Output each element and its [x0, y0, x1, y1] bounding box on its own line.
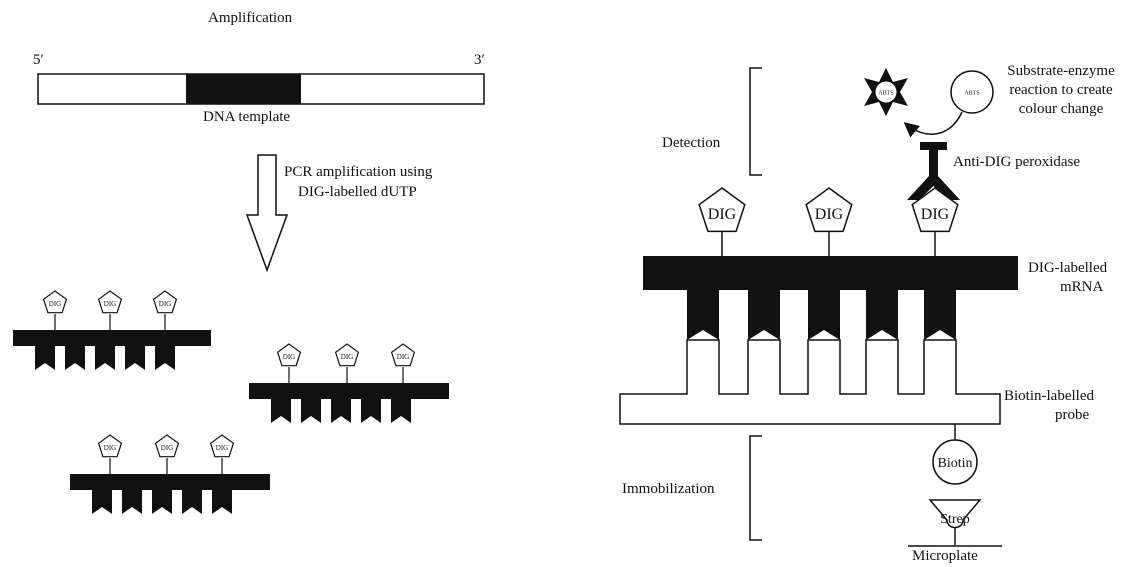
- dna-template-region: [186, 74, 301, 104]
- dig-small-tag-label: DIG: [104, 300, 116, 308]
- three-prime-label: 3′: [474, 51, 485, 70]
- biotin-label: Biotin: [937, 456, 972, 471]
- substrate-line3: colour change: [996, 100, 1126, 119]
- detection-section-label: Detection: [662, 134, 720, 153]
- pcr-arrow: [247, 155, 287, 270]
- dig-tag-label: DIG: [921, 206, 950, 223]
- dig-small-tag-label: DIG: [216, 444, 228, 452]
- dig-tag-label: DIG: [815, 206, 844, 223]
- anti-dig-label: Anti-DIG peroxidase: [953, 153, 1080, 172]
- probe-outline: [620, 340, 1000, 424]
- mrna-teeth: [687, 288, 956, 340]
- strep-label: Strep: [940, 512, 970, 527]
- reaction-arrow-icon: [906, 112, 962, 134]
- dig-small-tag-label: DIG: [161, 444, 173, 452]
- biotin-probe: [620, 340, 1000, 424]
- pcr-label-line1: PCR amplification using: [284, 163, 432, 182]
- amplification-title: Amplification: [208, 9, 292, 28]
- dig-tag-label: DIG: [708, 206, 737, 223]
- dig-small-tag-label: DIG: [397, 353, 409, 361]
- pcr-products: DIG DIG DIG DIG DIG DIG DIG DIG DIG: [13, 291, 449, 514]
- pcr-product-strand: DIG DIG DIG: [249, 344, 449, 423]
- detection-bracket: [750, 68, 762, 175]
- probe-label-line1: Biotin-labelled: [1004, 387, 1094, 406]
- pcr-product-strand: DIG DIG DIG: [70, 435, 270, 514]
- pcr-label-line2: DIG-labelled dUTP: [298, 183, 417, 202]
- substrate-line2: reaction to create: [996, 81, 1126, 100]
- microplate-label: Microplate: [912, 547, 978, 566]
- dig-small-tag-label: DIG: [283, 353, 295, 361]
- immobilization-section-label: Immobilization: [622, 480, 714, 499]
- abts-right-label: ABTS: [964, 91, 979, 97]
- dig-small-tag-label: DIG: [49, 300, 61, 308]
- dig-small-tag-label: DIG: [159, 300, 171, 308]
- abts-left-label: ABTS: [878, 91, 893, 97]
- probe-label-line2: probe: [1055, 406, 1089, 425]
- mrna-label-line1: DIG-labelled: [1028, 259, 1107, 278]
- five-prime-label: 5′: [33, 51, 44, 70]
- mrna-bar: [643, 256, 1018, 290]
- substrate-line1: Substrate-enzyme: [996, 62, 1126, 81]
- pcr-product-strand: DIG DIG DIG: [13, 291, 211, 370]
- dna-template-label: DNA template: [203, 108, 290, 127]
- mrna-label-line2: mRNA: [1060, 278, 1103, 297]
- dig-small-tag-label: DIG: [104, 444, 116, 452]
- dig-small-tag-label: DIG: [341, 353, 353, 361]
- immobilization-bracket: [750, 436, 762, 540]
